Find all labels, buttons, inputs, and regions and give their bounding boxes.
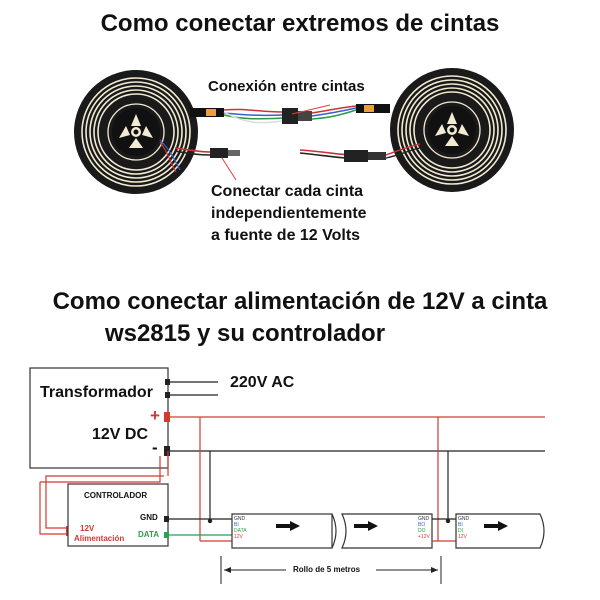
strip-pins-next: GND BI DI 12V	[458, 516, 469, 540]
title-power-line1: Como conectar alimentación de 12V a cint…	[52, 288, 548, 315]
led-strip-segment-3	[455, 513, 545, 549]
positive-terminal	[164, 412, 170, 422]
left-power-pigtail	[159, 139, 240, 173]
pin-do: DO	[418, 528, 426, 534]
power-note-line1: Conectar cada cinta	[211, 183, 364, 200]
left-led-reel	[73, 69, 199, 195]
negative-terminal	[164, 446, 170, 456]
power-note-line3: a fuente de 12 Volts	[211, 227, 361, 244]
controller-data-label: DATA	[138, 530, 160, 539]
controller-power-sublabel: Alimentación	[74, 534, 125, 543]
roll-length-label: Rollo de 5 metros	[293, 565, 361, 574]
pin-bi-next: BI	[458, 522, 463, 528]
right-strip-connector	[311, 104, 390, 120]
controller-label: CONTROLADOR	[84, 491, 148, 500]
transformer-output-label: 12V DC	[92, 426, 149, 443]
label-independent-power: Conectar cada cinta independientemente a…	[211, 181, 367, 247]
pin-plus-12v: +12V	[418, 534, 430, 540]
label-strip-connection: Conexión entre cintas	[208, 78, 365, 95]
controller-power-wire	[45, 475, 164, 529]
negative-sign: -	[152, 438, 158, 457]
right-led-reel	[389, 67, 515, 193]
pin-bi: BI	[234, 522, 239, 528]
power-note-line2: independientemente	[211, 205, 367, 222]
pin-gnd-next: GND	[458, 516, 470, 522]
transformer-box	[29, 367, 169, 469]
pin-data: DATA	[234, 528, 247, 534]
title-power-wiring: Como conectar alimentación de 12V a cint…	[0, 286, 600, 350]
pin-12v: 12V	[234, 534, 243, 540]
strip-pins-start: GND BI DATA 12V	[234, 516, 247, 540]
led-strip-segment-1	[231, 513, 337, 549]
power-pointer	[221, 157, 237, 181]
right-power-pigtail	[299, 143, 421, 162]
pin-gnd: GND	[234, 516, 246, 522]
title-connect-ends: Como conectar extremos de cintas	[100, 10, 500, 37]
controller-gnd-label: GND	[140, 513, 158, 522]
connection-pointer	[291, 104, 331, 115]
pin-bo: BO	[418, 522, 426, 528]
transformer-label: Transformador	[40, 384, 153, 401]
pin-12v-next: 12V	[458, 534, 467, 540]
positive-sign: +	[150, 406, 160, 425]
led-strip-segment-2	[341, 513, 433, 549]
controller-box	[67, 483, 169, 547]
pin-di-next: DI	[458, 528, 463, 534]
pin-gnd-out: GND	[418, 516, 430, 522]
title-power-line2: ws2815 y su controlador	[104, 320, 386, 347]
controller-power-label: 12V	[80, 524, 95, 533]
ac-input-label: 220V AC	[230, 374, 295, 391]
strip-pins-end: GND BO DO +12V	[418, 516, 430, 540]
left-strip-connector	[190, 108, 312, 124]
